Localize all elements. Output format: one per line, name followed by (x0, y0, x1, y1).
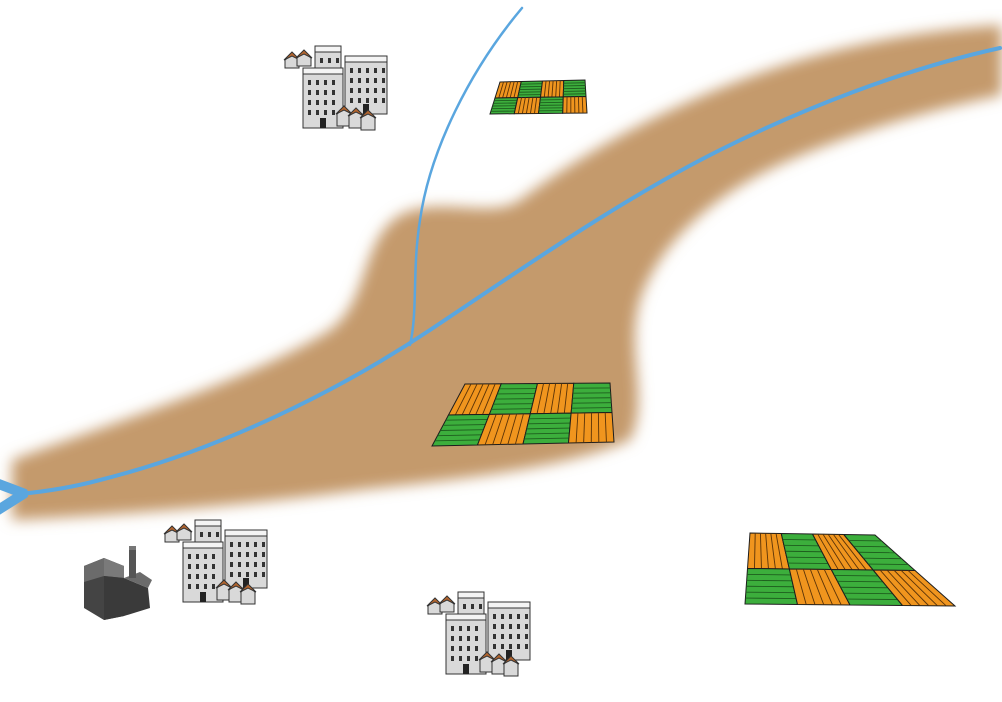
floodplain (12, 25, 1002, 520)
river (20, 46, 1002, 494)
field-center (431, 382, 615, 447)
town-north-icon (283, 45, 388, 131)
town-south-icon (426, 591, 531, 677)
field-southeast (744, 532, 957, 607)
towns-layer (163, 45, 531, 677)
factory-icon (84, 546, 152, 620)
fields-layer (431, 79, 957, 607)
town-southwest-icon (163, 519, 268, 605)
tributary (408, 6, 524, 347)
field-north (489, 79, 588, 115)
